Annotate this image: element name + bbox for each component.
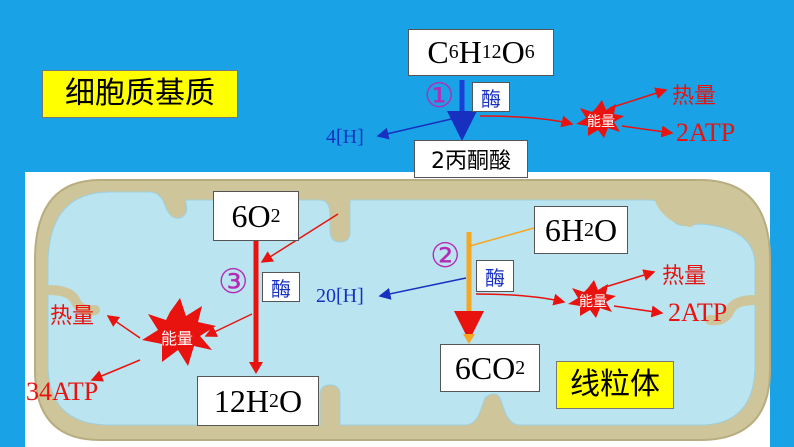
energy-burst-3 xyxy=(142,298,216,366)
h2o-in-arrow xyxy=(469,227,535,247)
h20-arrow xyxy=(378,277,467,300)
h4-label: 4[H] xyxy=(326,126,364,148)
energy-burst-3-label: 能量 xyxy=(160,329,193,348)
enzyme-label-2: 酶 xyxy=(476,260,514,292)
atp-label-3: 34ATP xyxy=(26,377,99,406)
water6-coef: 6 xyxy=(544,211,561,248)
atp-label-2: 2ATP xyxy=(668,298,728,327)
step-3-marker: ③ xyxy=(218,262,249,302)
step-1-marker: ① xyxy=(424,76,455,116)
energy-burst-2-label: 能量 xyxy=(579,294,607,310)
co2-coef: 6 xyxy=(454,349,471,386)
heat1-arrow xyxy=(609,87,668,109)
h20-label: 20[H] xyxy=(316,285,364,307)
atp1-arrow xyxy=(621,125,674,138)
pyruvate-box: 2丙酮酸 xyxy=(414,140,528,178)
oxygen-o: O xyxy=(247,197,271,234)
energy3-arrow xyxy=(204,313,253,337)
energy2-arrow xyxy=(475,293,566,306)
water12-h: H xyxy=(245,382,270,419)
enzyme-label-3: 酶 xyxy=(262,272,300,302)
crista-left xyxy=(43,285,100,316)
water6-sub: 2 xyxy=(584,218,594,241)
heat-label-1: 热量 xyxy=(672,84,717,109)
atp2-arrow xyxy=(613,305,664,318)
h4-arrow xyxy=(376,116,461,140)
glucose-o: O xyxy=(501,34,525,70)
energy1-arrow xyxy=(479,115,574,128)
energy-burst-1 xyxy=(576,100,624,138)
oxygen-coef: 6 xyxy=(231,197,248,234)
water12-o: O xyxy=(278,382,303,419)
heat3-arrow xyxy=(106,315,141,339)
crista-top-right xyxy=(655,195,695,227)
atp-label-1: 2ATP xyxy=(676,118,736,147)
enzyme-label-1: 酶 xyxy=(472,82,510,112)
energy-burst-2 xyxy=(568,280,616,318)
mitochondrion-label: 线粒体 xyxy=(556,361,674,409)
glucose-h: H xyxy=(458,34,482,70)
glucose-o-sub: 6 xyxy=(524,41,535,63)
water6-o: O xyxy=(593,211,618,248)
heat2-arrow xyxy=(601,269,656,289)
water6-h: H xyxy=(560,211,585,248)
atp3-arrow xyxy=(90,359,141,382)
water12-sub: 2 xyxy=(269,389,279,412)
co2-co: CO xyxy=(470,349,516,386)
heat-label-2: 热量 xyxy=(662,264,707,289)
crista-right xyxy=(705,295,760,326)
glucose-c: C xyxy=(427,34,449,70)
glucose-c-sub: 6 xyxy=(448,41,459,63)
h-to-etc-arrow xyxy=(260,213,339,263)
oxygen-sub: 2 xyxy=(270,204,281,227)
water12-coef: 12 xyxy=(213,382,246,419)
co2-sub: 2 xyxy=(515,356,526,379)
cytoplasm-label: 细胞质基质 xyxy=(42,70,238,118)
heat-label-3: 热量 xyxy=(50,304,95,329)
glucose-h-sub: 12 xyxy=(481,41,502,63)
step-2-marker: ② xyxy=(430,236,461,276)
energy-burst-1-label: 能量 xyxy=(587,114,615,130)
